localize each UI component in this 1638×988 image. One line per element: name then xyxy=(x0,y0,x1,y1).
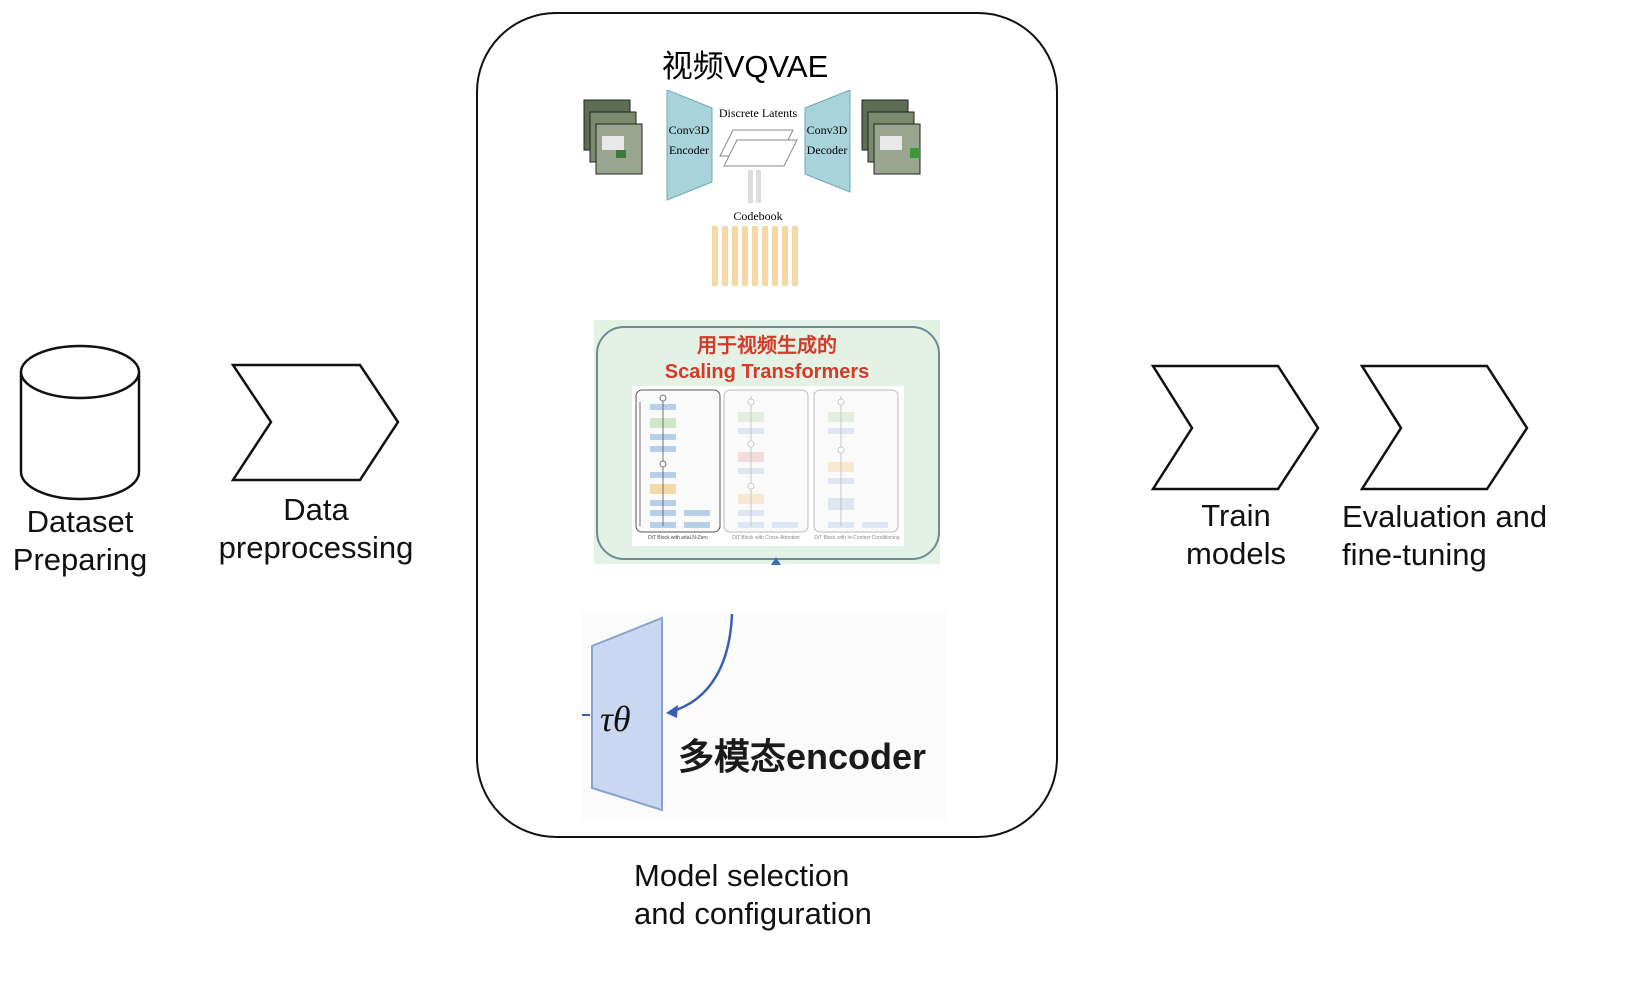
dit-caption-3: DiT Block with In-Context Conditioning xyxy=(814,535,900,541)
input-frames-icon xyxy=(583,99,643,175)
dataset-label: Dataset Preparing xyxy=(12,504,148,577)
encoder-label-line1: Conv3D xyxy=(669,123,710,137)
decoder-label-line2: Decoder xyxy=(807,143,848,157)
preprocess-label: Data preprocessing xyxy=(218,492,414,565)
dit-caption-1: DiT Block with adaLN-Zero xyxy=(648,535,708,541)
dit-blocks-diagram xyxy=(632,386,904,546)
eval-chevron-icon xyxy=(1359,364,1529,491)
transformers-title-en: Scaling Transformers xyxy=(664,361,870,383)
train-label: Train models xyxy=(1186,498,1286,571)
dataset-cylinder-icon xyxy=(19,344,141,501)
decoder-block xyxy=(804,90,851,193)
transformers-panel-border xyxy=(596,326,940,560)
encoder-label-line2: Encoder xyxy=(669,143,709,157)
multimodal-encoder-label: 多模态encoder xyxy=(678,736,927,777)
decoder-label-line1: Conv3D xyxy=(807,123,848,137)
transformers-title-cn: 用于视频生成的 xyxy=(697,335,837,357)
vqvae-title: 视频VQVAE xyxy=(661,49,829,84)
output-frames-icon xyxy=(861,99,921,175)
preprocess-chevron-icon xyxy=(230,363,400,482)
panel-bottom-arrow-icon xyxy=(771,557,781,565)
tau-symbol: τθ xyxy=(600,699,631,739)
encoder-panel-diagram xyxy=(582,613,734,812)
dit-caption-2: DiT Block with Cross-Attention xyxy=(732,535,800,541)
tau-encoder-block xyxy=(591,616,663,812)
codebook-label: Codebook xyxy=(733,209,782,223)
vqvae-diagram: Conv3D Encoder Discrete Latents Conv3D D… xyxy=(583,90,921,286)
eval-label: Evaluation and fine-tuning xyxy=(1342,499,1548,572)
encoder-block xyxy=(666,90,713,201)
model-label: Model selection and configuration xyxy=(634,858,872,931)
codebook-bars xyxy=(712,226,798,286)
train-chevron-icon xyxy=(1150,364,1320,491)
latents-label: Discrete Latents xyxy=(719,106,798,120)
